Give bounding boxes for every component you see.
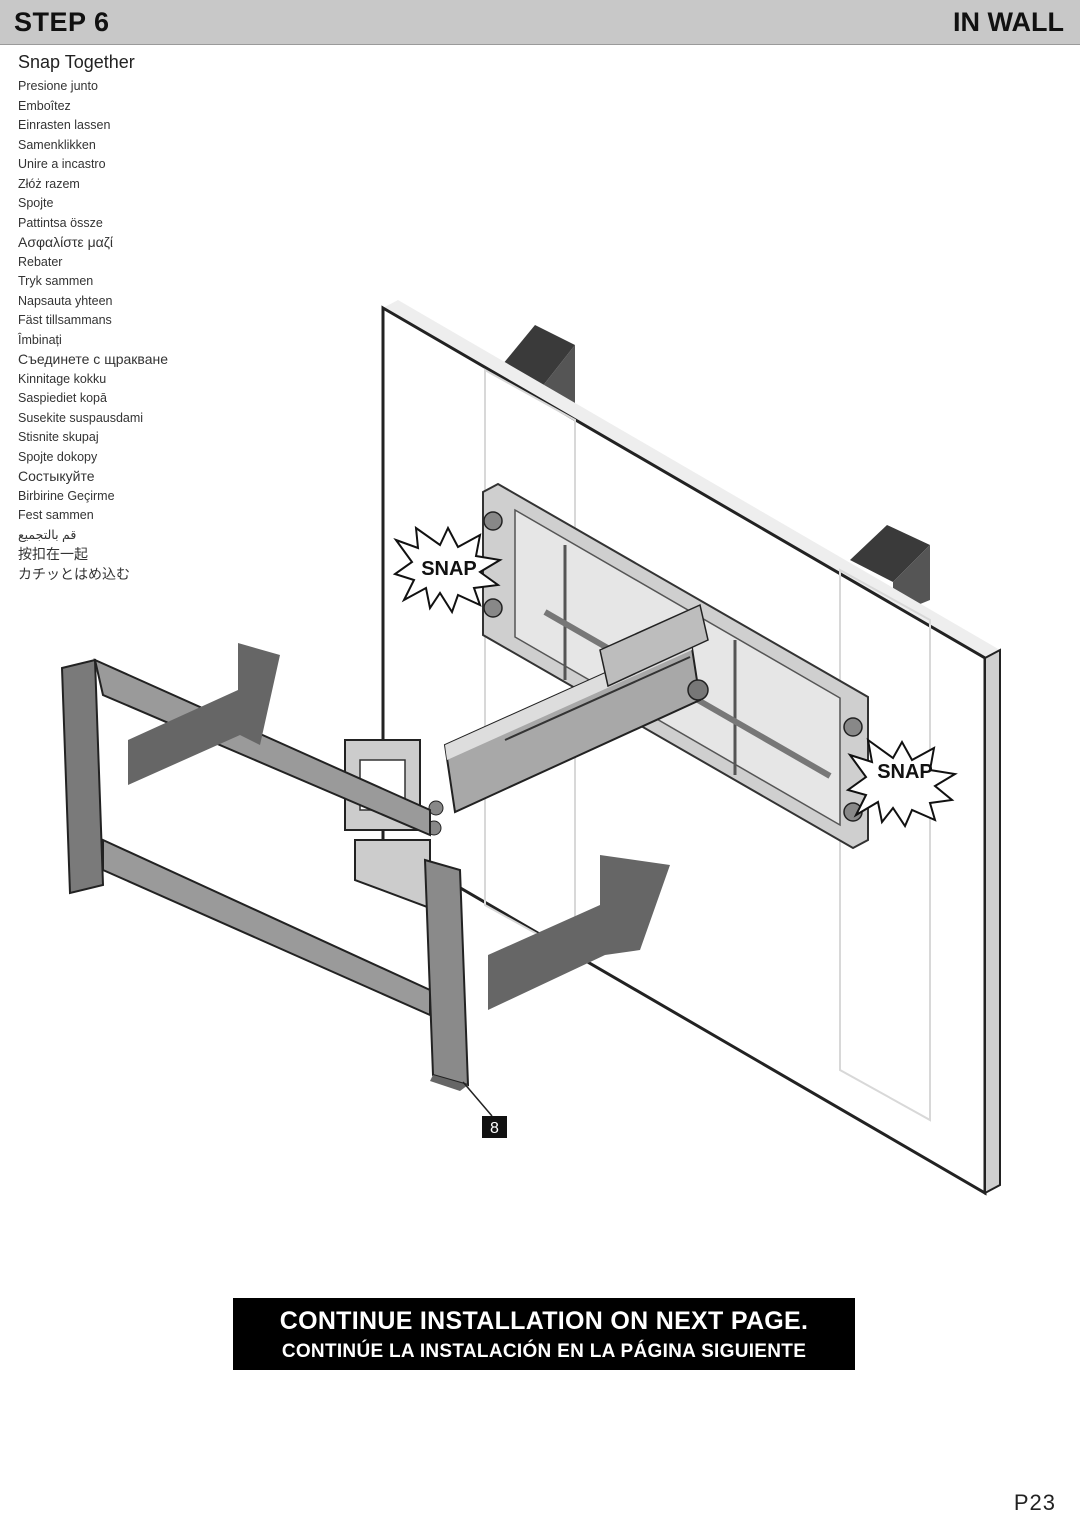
translation-item: Fäst tillsammans (18, 313, 112, 327)
translation-item: Spojte dokopy (18, 449, 98, 464)
mount-illustration: SNAP SNAP 8 (60, 300, 1001, 1196)
step-number: STEP 6 (14, 7, 110, 37)
translation-item: Съединете с щракване (18, 351, 169, 367)
translation-list: Presione junto Emboîtez Einrasten lassen… (18, 77, 168, 584)
translation-item: カチッとはめ込む (18, 565, 130, 582)
snap-burst-right: SNAP (845, 737, 958, 829)
snap-burst-left: SNAP (392, 525, 503, 615)
page-number: P23 (1013, 1490, 1056, 1515)
wall-bolt (483, 511, 863, 822)
translation-item: Îmbinați (18, 332, 62, 347)
translation-item: Rebater (18, 254, 63, 269)
banner-english: CONTINUE INSTALLATION ON NEXT PAGE. (279, 1307, 809, 1335)
part-number: 8 (490, 1120, 499, 1137)
translation-item: Presione junto (18, 79, 98, 93)
part-callout: 8 (462, 1081, 507, 1138)
translation-item: Einrasten lassen (18, 118, 111, 132)
translation-item: Pattintsa össze (18, 215, 103, 230)
translation-item: Состыкуйте (18, 468, 95, 484)
translation-item: 按扣在一起 (18, 546, 88, 562)
step-header: STEP 6 IN WALL (0, 0, 1080, 45)
translation-item: Unire a incastro (18, 157, 106, 171)
tv-mounting-frame (60, 658, 470, 1091)
instruction-title: Snap Together (18, 52, 135, 72)
translation-item: Samenklikken (18, 137, 96, 152)
translation-item: Napsauta yhteen (18, 293, 113, 308)
translation-item: Susekite suspausdami (18, 410, 144, 425)
translation-item: Emboîtez (18, 98, 71, 113)
translation-item: Kinnitage kokku (18, 371, 107, 386)
translation-item: Stisnite skupaj (18, 430, 99, 444)
banner-spanish: CONTINÚE LA INSTALACIÓN EN LA PÁGINA SIG… (281, 1341, 807, 1362)
translation-item: Birbirine Geçirme (18, 488, 115, 503)
section-title: IN WALL (953, 7, 1064, 37)
snap-label: SNAP (877, 761, 933, 783)
translation-item: قم بالتجميع (18, 527, 77, 542)
translation-item: Tryk sammen (18, 274, 94, 288)
translation-item: Spojte (18, 196, 54, 210)
continue-banner: CONTINUE INSTALLATION ON NEXT PAGE. CONT… (233, 1298, 855, 1370)
translation-item: Złóż razem (18, 176, 80, 191)
snap-label: SNAP (421, 558, 477, 580)
articulating-arm (443, 603, 709, 814)
push-arrow-icon (128, 643, 280, 785)
translation-item: Fest sammen (18, 508, 94, 522)
translation-item: Saspiediet kopā (18, 391, 107, 405)
push-arrow-icon (488, 855, 670, 1010)
translation-item: Ασφαλίστε μαζί (18, 234, 114, 250)
